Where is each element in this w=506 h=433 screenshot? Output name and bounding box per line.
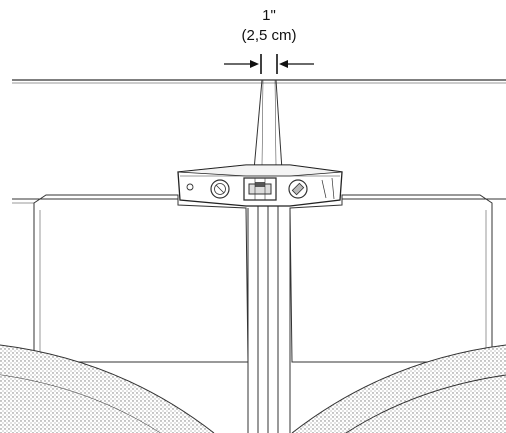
level-vial-right-inner	[291, 182, 305, 196]
taper-line-center-right	[274, 79, 277, 166]
torpedo-level	[177, 164, 343, 207]
dimension-arrow-left-head	[250, 60, 259, 68]
right-arc-outer	[291, 344, 506, 433]
level-hole-left	[186, 183, 194, 191]
level-vial-left	[210, 179, 230, 199]
dimension-marker	[224, 54, 314, 74]
dimension-arrow-right-head	[279, 60, 288, 68]
taper-line-right	[275, 79, 283, 171]
right-unit-body	[289, 194, 493, 363]
level-vial-left-inner	[214, 183, 226, 195]
right-arc-shading	[292, 345, 506, 433]
level-bubble	[255, 182, 265, 187]
dimension-label-cm: (2,5 cm)	[241, 27, 296, 44]
taper-line-center-left	[261, 79, 264, 166]
left-arc-outer	[0, 344, 215, 433]
level-vial-right	[288, 179, 308, 199]
taper-line-left	[253, 79, 263, 171]
right-arc-inner	[345, 374, 506, 433]
dimension-label-inch: 1"	[262, 7, 276, 24]
left-arc-white	[0, 375, 160, 433]
left-unit-body	[33, 194, 249, 363]
